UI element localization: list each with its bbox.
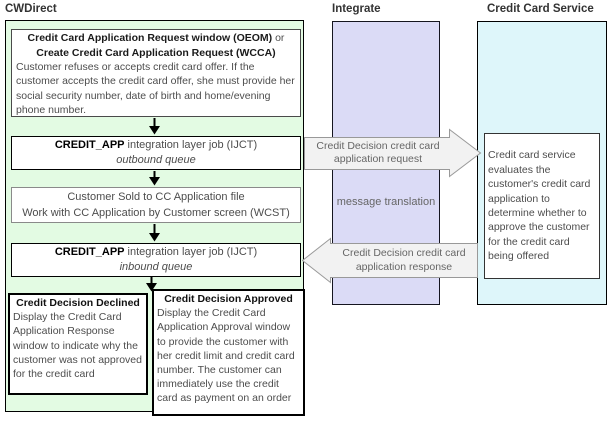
- outbound-queue-label: outbound queue: [116, 154, 196, 166]
- credit-card-request-box: Credit Card Application Request window (…: [11, 29, 301, 117]
- credit-card-request-body: Customer refuses or accepts credit card …: [16, 61, 295, 117]
- request-flow-label: Credit Decision credit card application …: [316, 139, 440, 166]
- decision-approved-box: Credit Decision Approved Display the Cre…: [152, 289, 305, 416]
- column-label-service: Credit Card Service: [487, 3, 594, 15]
- down-arrow-icon: [149, 224, 160, 242]
- down-arrow-icon: [149, 118, 160, 135]
- column-label-integrate: Integrate: [332, 3, 381, 15]
- service-description-box: Credit card service evaluates the custom…: [484, 133, 600, 279]
- inbound-queue-label: inbound queue: [119, 261, 193, 273]
- decision-declined-box: Credit Decision Declined Display the Cre…: [8, 293, 148, 395]
- response-flow-arrow: Credit Decision credit card application …: [301, 237, 479, 284]
- customer-file-box: Customer Sold to CC Application file Wor…: [11, 187, 301, 223]
- column-label-cwdirect: CWDirect: [5, 3, 57, 15]
- down-arrow-icon: [146, 277, 157, 292]
- right-block-arrow-icon: [304, 128, 482, 178]
- outbound-queue-box: CREDIT_APP integration layer job (IJCT) …: [11, 136, 301, 170]
- inbound-queue-box: CREDIT_APP integration layer job (IJCT) …: [11, 243, 301, 277]
- left-block-arrow-icon: [301, 237, 478, 284]
- message-translation-label: message translation: [336, 196, 436, 208]
- response-flow-label: Credit Decision credit card application …: [342, 247, 466, 273]
- credit-card-request-title: Credit Card Application Request window (…: [27, 32, 285, 59]
- down-arrow-icon: [149, 171, 160, 186]
- decision-approved-title: Credit Decision Approved: [164, 293, 293, 305]
- decision-approved-body: Display the Credit Card Application Appr…: [157, 307, 295, 405]
- request-flow-arrow: Credit Decision credit card application …: [304, 128, 482, 178]
- decision-declined-body: Display the Credit Card Application Resp…: [13, 311, 142, 381]
- decision-declined-title: Credit Decision Declined: [16, 297, 140, 309]
